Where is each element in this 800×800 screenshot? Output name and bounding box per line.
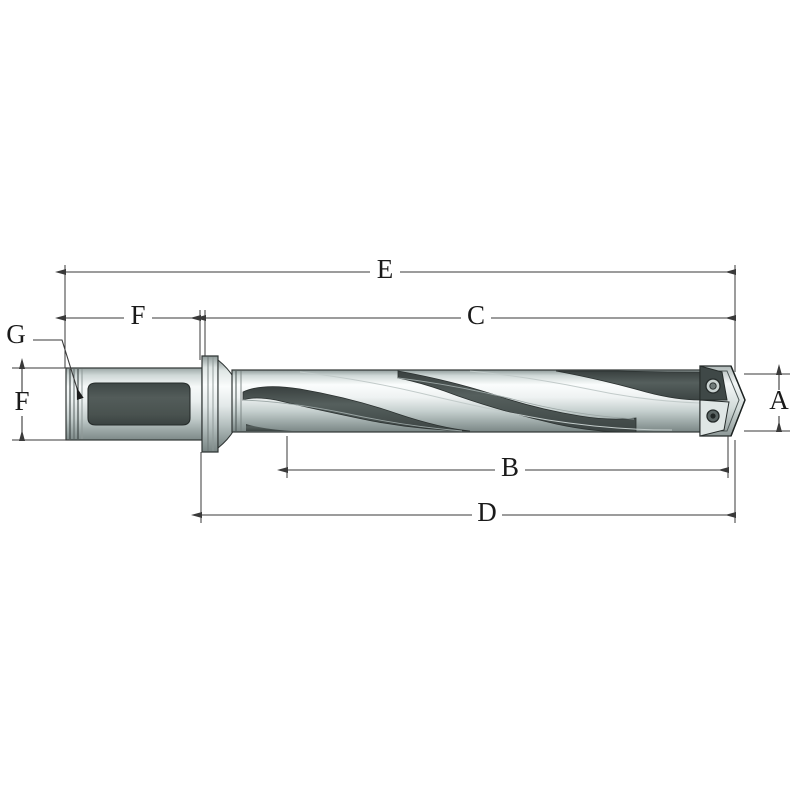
dimension-label-F-vertical: F <box>14 386 29 416</box>
dimension-label-A: A <box>769 385 789 415</box>
dimension-E: E <box>55 254 736 284</box>
dimension-label-D: D <box>477 497 497 527</box>
shank-flat <box>87 382 191 426</box>
land-edge-1 <box>242 399 463 432</box>
insert-tip-assembly <box>699 365 746 437</box>
dimension-C: C <box>195 300 736 330</box>
dimension-A-vertical: A <box>769 364 789 432</box>
dimension-F-horizontal: F <box>55 300 201 330</box>
dimension-label-F-horizontal: F <box>130 300 145 330</box>
insert-screw-upper-socket <box>709 382 717 390</box>
collar-flange <box>201 355 235 453</box>
shank-assembly <box>65 367 203 441</box>
insert-cutting-edge <box>730 365 746 437</box>
flute-3 <box>555 370 701 401</box>
insert-screw-lower-socket <box>710 413 716 419</box>
dimension-label-E: E <box>377 254 394 284</box>
flute-4 <box>246 424 292 431</box>
land-edge-3 <box>299 371 673 431</box>
dimension-label-C: C <box>467 300 485 330</box>
dimension-F-vertical: F <box>14 358 30 441</box>
dimension-B: B <box>277 452 729 482</box>
drill-tool-illustration <box>65 355 746 453</box>
dimension-G-leader-line <box>33 339 84 400</box>
collar-disc <box>201 355 219 453</box>
dimension-G-leader: G <box>6 319 84 400</box>
dimension-D: D <box>191 497 736 527</box>
dimension-label-G: G <box>6 319 26 349</box>
flute-1 <box>242 386 471 432</box>
land-edge-2 <box>397 377 635 420</box>
dimension-label-B: B <box>501 452 519 482</box>
flute-group <box>242 370 701 433</box>
drill-body <box>231 369 705 433</box>
land-edge-4 <box>469 370 701 404</box>
